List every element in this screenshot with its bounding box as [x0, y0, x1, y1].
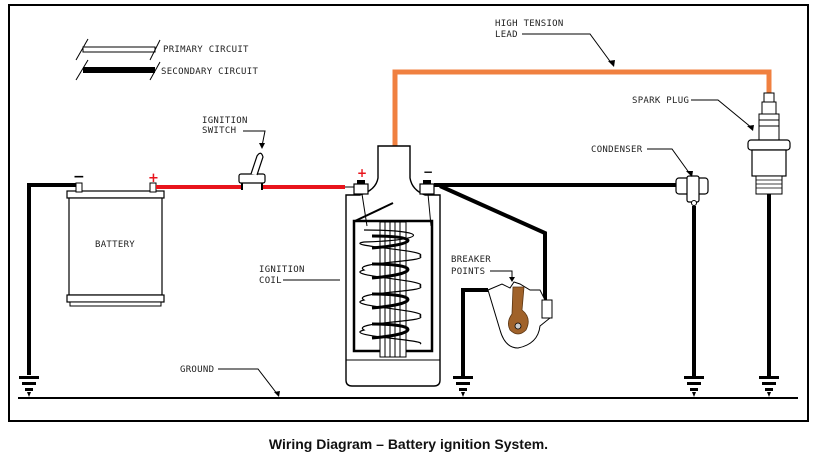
spark-plug-label: SPARK PLUG [632, 96, 689, 106]
breaker-arm [508, 286, 529, 335]
diagram-caption: Wiring Diagram – Battery ignition System… [268, 436, 549, 452]
battery-ground-wire [27, 183, 78, 375]
ground-symbols [19, 376, 779, 397]
battery-negative-terminal [75, 182, 83, 193]
ground-icon [684, 376, 704, 397]
ignition-switch-label-line1: IGNITION [202, 116, 248, 126]
battery-negative-sign: − [73, 169, 85, 185]
condenser-pointer [647, 148, 691, 175]
legend-secondary-symbol [75, 59, 161, 81]
switch-lever [250, 152, 264, 176]
battery: BATTERY [66, 182, 165, 307]
legend-secondary-label: SECONDARY CIRCUIT [161, 67, 258, 77]
ground-label: GROUND [180, 365, 214, 375]
breaker-points-label-line2: POINTS [451, 267, 485, 277]
diagram-frame [8, 4, 809, 422]
breaker-points [461, 281, 553, 377]
coil-negative-terminal [419, 180, 435, 227]
high-tension-lead [392, 69, 772, 202]
condenser [675, 175, 709, 206]
battery-label: BATTERY [95, 240, 135, 250]
ignition-coil-label-line2: COIL [259, 276, 282, 286]
ignition-coil [345, 145, 441, 387]
high-tension-label-line2: LEAD [495, 30, 518, 40]
spark-plug [747, 92, 791, 195]
ignition-switch [238, 152, 266, 190]
ignition-coil-label-line1: IGNITION [259, 265, 305, 275]
ignition-switch-label-line2: SWITCH [202, 126, 236, 136]
coil-negative-sign: − [423, 165, 433, 179]
high-tension-pointer [522, 33, 613, 65]
breaker-points-label-line1: BREAKER [451, 255, 491, 265]
ground-pointer [218, 368, 279, 396]
coil-positive-terminal [345, 180, 369, 227]
battery-positive-sign: + [148, 171, 159, 186]
ground-icon [453, 376, 473, 397]
spark-plug-pointer [691, 99, 753, 129]
high-tension-label-line1: HIGH TENSION [495, 19, 564, 29]
ignition-switch-pointer [243, 130, 266, 147]
coil-positive-sign: + [357, 166, 367, 180]
condenser-label: CONDENSER [591, 145, 643, 155]
breaker-points-pointer [490, 270, 513, 279]
legend-primary-symbol [75, 38, 161, 61]
ground-icon [759, 376, 779, 397]
legend: PRIMARY CIRCUIT SECONDARY CIRCUIT [75, 38, 258, 81]
coil-windings [359, 229, 422, 345]
ground-icon [19, 376, 39, 397]
legend-primary-label: PRIMARY CIRCUIT [163, 45, 249, 55]
coil-to-breaker-wire [439, 184, 547, 311]
